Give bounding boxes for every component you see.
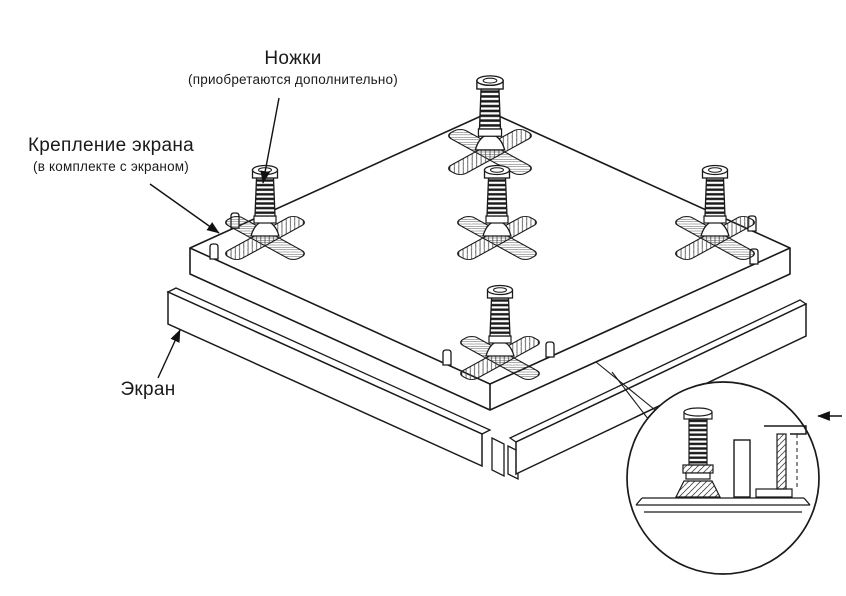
screen-mount-label-subtitle: (в комплекте с экраном) bbox=[33, 158, 189, 174]
mount-clip bbox=[545, 341, 555, 358]
screen-mount-label: Крепление экрана (в комплекте с экраном) bbox=[0, 135, 222, 175]
legs-label-subtitle: (приобретаются дополнительно) bbox=[188, 71, 398, 87]
screen-panel-right bbox=[515, 302, 807, 476]
screen-label: Экран bbox=[96, 379, 200, 401]
label-arrows bbox=[149, 97, 280, 379]
detail-callout-circle bbox=[626, 381, 820, 575]
callout-leader-line bbox=[595, 361, 661, 415]
detail-callout bbox=[595, 361, 842, 575]
screen-label-title: Экран bbox=[120, 379, 176, 400]
mount-clip bbox=[442, 349, 452, 366]
screen-arrow bbox=[157, 329, 181, 379]
detail-tray-floor bbox=[635, 497, 811, 513]
legs-arrow bbox=[260, 97, 280, 184]
detail-screen-section bbox=[733, 439, 751, 498]
screen-panels bbox=[166, 287, 808, 481]
detail-leg-section bbox=[675, 407, 721, 498]
screen-panel-left bbox=[167, 290, 483, 468]
screen-corner-cap-left bbox=[491, 436, 505, 478]
legs-label-title: Ножки bbox=[264, 48, 322, 69]
screen-mount-arrow bbox=[149, 183, 220, 234]
mount-clip bbox=[209, 243, 219, 260]
legs-label: Ножки (приобретаются дополнительно) bbox=[148, 48, 438, 88]
detail-bracket-section bbox=[755, 425, 807, 498]
callout-leader-line bbox=[611, 371, 653, 425]
screen-mount-label-title: Крепление экрана bbox=[27, 135, 195, 156]
